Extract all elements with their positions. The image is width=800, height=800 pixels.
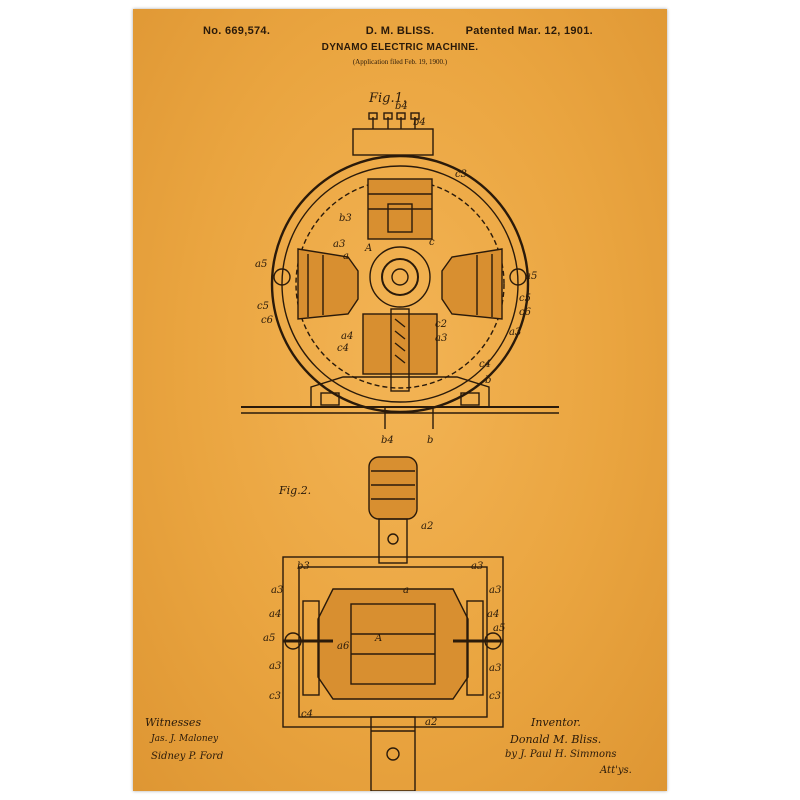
patent-sheet: No. 669,574. D. M. BLISS. Patented Mar. … (133, 9, 667, 791)
svg-text:a3: a3 (333, 239, 345, 250)
inventor-name: D. M. BLISS. (365, 25, 435, 37)
witness-signature-2: Sidney P. Ford (151, 751, 224, 762)
svg-text:a5: a5 (493, 623, 505, 634)
svg-text:b: b (485, 375, 491, 386)
svg-text:c6: c6 (519, 307, 532, 318)
svg-text:b3: b3 (339, 213, 352, 224)
svg-text:c3: c3 (455, 169, 467, 180)
svg-text:b3: b3 (297, 561, 310, 572)
svg-text:a4: a4 (269, 609, 281, 620)
svg-text:a3: a3 (489, 663, 501, 674)
patent-date: Patented Mar. 12, 1901. (465, 25, 593, 37)
svg-text:a4: a4 (341, 331, 353, 342)
inventor-signature: Donald M. Bliss. (510, 733, 602, 746)
witnesses-label: Witnesses (145, 716, 202, 729)
svg-text:c6: c6 (261, 315, 274, 326)
figure-2-reference-labels: a2 b3 a3 a3 a3 a4 a4 a5 a5 a A a6 a3 a3 … (263, 521, 505, 728)
attorneys-label: Att'ys. (600, 765, 632, 776)
svg-text:c4: c4 (337, 343, 349, 354)
svg-text:a3: a3 (489, 585, 501, 596)
svg-text:c3: c3 (269, 691, 281, 702)
witness-signature-1: Jas. J. Maloney (151, 734, 219, 744)
svg-text:c4: c4 (479, 359, 491, 370)
svg-text:a5: a5 (255, 259, 267, 270)
svg-text:a2: a2 (425, 717, 437, 728)
svg-text:b4: b4 (395, 101, 408, 112)
figure-2-drawing (282, 456, 504, 791)
figure-1-drawing (241, 112, 559, 429)
svg-text:a3: a3 (271, 585, 283, 596)
svg-text:a: a (403, 585, 409, 596)
svg-text:a5: a5 (525, 271, 537, 282)
application-date: (Application filed Feb. 19, 1900.) (352, 58, 448, 66)
figure-1-reference-labels: b4 b4 c3 a5 a5 c5 c6 c5 c6 b3 a3 a A c a… (255, 101, 537, 446)
inventor-label: Inventor. (531, 716, 581, 729)
svg-text:a3: a3 (509, 327, 521, 338)
svg-text:c5: c5 (519, 293, 531, 304)
figure-2-label: Fig.2. (279, 484, 312, 497)
svg-text:c2: c2 (435, 319, 447, 330)
svg-text:c5: c5 (257, 301, 269, 312)
patent-drawing: b4 b4 c3 a5 a5 c5 c6 c5 c6 b3 a3 a A c a… (241, 101, 559, 791)
patent-number: No. 669,574. (203, 25, 271, 37)
svg-text:c3: c3 (489, 691, 501, 702)
svg-text:A: A (364, 243, 372, 254)
figure-1-label: Fig.1. (369, 91, 408, 106)
svg-text:a3: a3 (471, 561, 483, 572)
svg-text:a6: a6 (337, 641, 350, 652)
patent-title: DYNAMO ELECTRIC MACHINE. (321, 42, 479, 53)
svg-text:a2: a2 (421, 521, 433, 532)
svg-text:a: a (343, 251, 349, 262)
svg-text:a3: a3 (435, 333, 447, 344)
attorney-signature: by J. Paul H. Simmons (505, 749, 617, 760)
svg-text:b4: b4 (381, 435, 394, 446)
svg-text:b4: b4 (413, 117, 426, 128)
svg-text:A: A (374, 633, 382, 644)
svg-text:b: b (427, 435, 433, 446)
svg-text:c: c (429, 237, 435, 248)
svg-text:a4: a4 (487, 609, 499, 620)
svg-text:a5: a5 (263, 633, 275, 644)
svg-text:a3: a3 (269, 661, 281, 672)
svg-text:c4: c4 (301, 709, 313, 720)
